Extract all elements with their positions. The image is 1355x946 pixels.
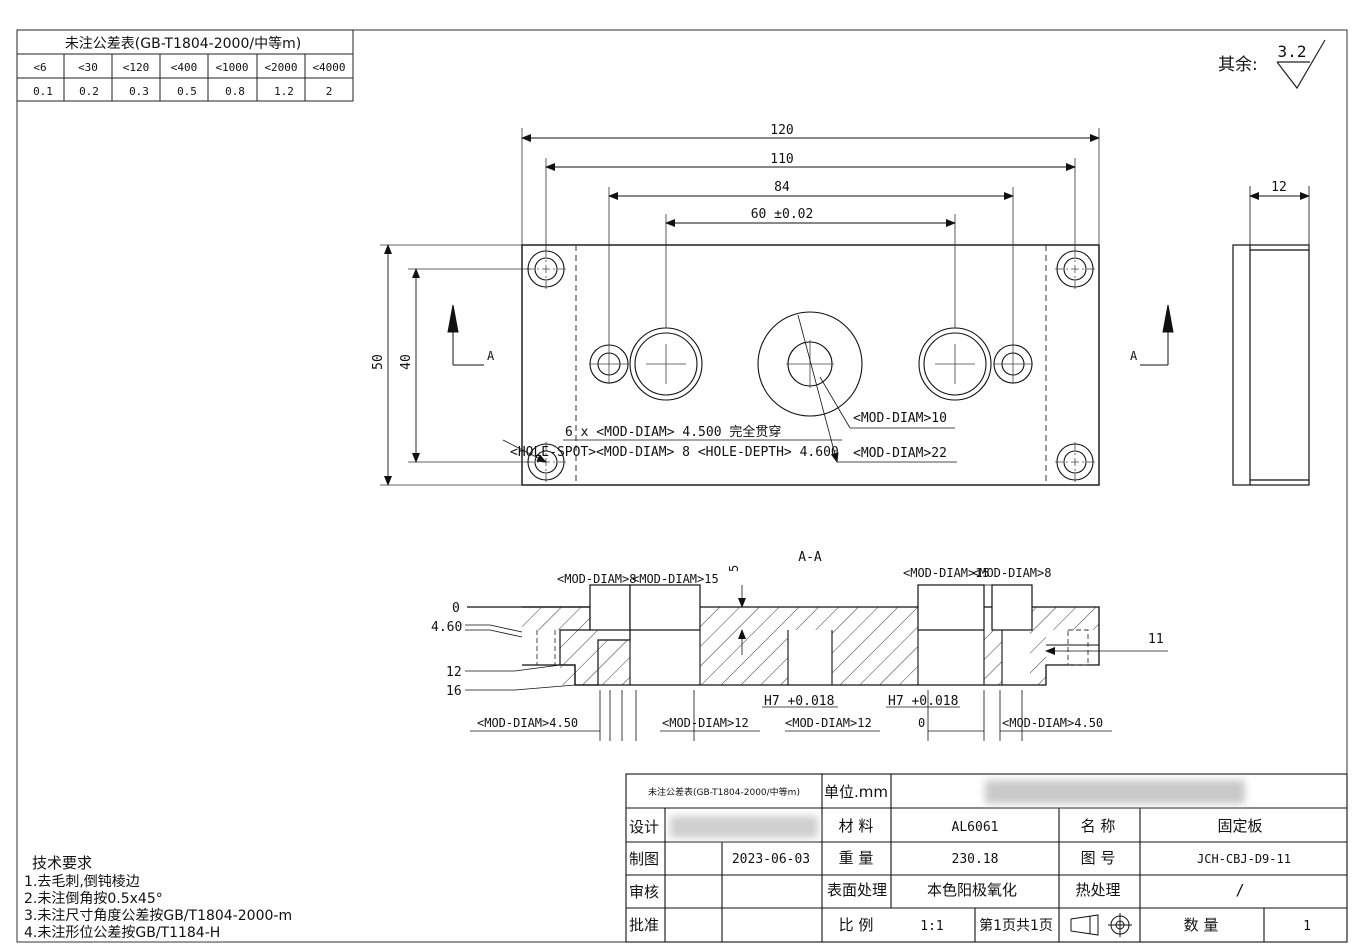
tb-designer-redacted [670, 816, 818, 838]
tol-value-cell: 2 [326, 85, 333, 98]
tb-surface: 本色阳极氧化 [927, 881, 1017, 899]
tech-heading: 技术要求 [32, 854, 92, 872]
section-marker-left: A [487, 349, 495, 363]
dim-width-60: 60 ±0.02 [751, 207, 814, 222]
dim-height-50: 50 [371, 354, 386, 370]
dim-width-110: 110 [770, 152, 793, 167]
section-arrow-icon [447, 304, 1174, 366]
tb-qty-label: 数 量 [1184, 916, 1219, 934]
sec-y-16: 16 [446, 684, 462, 699]
projection-symbol-icon [1070, 913, 1132, 937]
section-title: A-A [798, 550, 822, 565]
tb-review-label: 审核 [629, 883, 659, 901]
sec-depth-5: 5 [727, 565, 741, 572]
roughness-value: 3.2 [1278, 42, 1307, 61]
dim-width-120: 120 [770, 123, 793, 138]
sec-top-right-a: <MOD-DIAM>15 [903, 566, 990, 580]
dim-width-84: 84 [774, 180, 790, 195]
tol-range-cell: <2000 [264, 61, 297, 74]
sec-bottom-zero: 0 [918, 716, 925, 730]
sec-h7-left: H7 +0.018 [764, 694, 834, 709]
tolerance-table [16, 29, 354, 102]
sec-dim-11: 11 [1148, 632, 1164, 647]
sec-y-12: 12 [446, 665, 462, 680]
tb-scale: 1:1 [920, 919, 943, 934]
tb-material-label: 材 料 [839, 817, 874, 835]
tol-range-cell: <30 [78, 61, 98, 74]
tol-range-cell: <4000 [312, 61, 345, 74]
sec-bottom-left: <MOD-DIAM>4.50 [477, 716, 578, 730]
tb-drawing-no: JCH-CBJ-D9-11 [1197, 852, 1291, 866]
tb-date: 2023-06-03 [732, 852, 810, 867]
tb-heat-label: 热处理 [1075, 881, 1120, 899]
tolerance-table-title: 未注公差表(GB-T1804-2000/中等m) [65, 35, 301, 52]
tb-name-label: 名 称 [1081, 817, 1116, 835]
tb-weight-label: 重 量 [839, 849, 874, 867]
note-diam-22: <MOD-DIAM>22 [853, 446, 947, 461]
tech-item: 2.未注倒角按0.5x45° [24, 891, 163, 907]
tol-value-cell: 0.2 [79, 85, 99, 98]
front-view: 120 110 84 60 ±0.02 50 40 A A [371, 123, 1174, 486]
tech-item: 4.未注形位公差按GB/T1184-H [24, 925, 220, 941]
tb-tol-title: 未注公差表(GB-T1804-2000/中等m) [648, 786, 800, 798]
section-view: A-A [431, 550, 1168, 741]
section-marker-right: A [1130, 349, 1138, 363]
tol-value-cell: 0.5 [177, 85, 197, 98]
tb-weight: 230.18 [952, 852, 999, 867]
sec-top-right-b: <MOD-DIAM>8 [972, 566, 1051, 580]
tb-design-label: 设计 [629, 818, 659, 836]
tb-qty: 1 [1303, 919, 1311, 934]
tb-name: 固定板 [1217, 817, 1262, 835]
tb-drawing-no-label: 图 号 [1081, 849, 1116, 867]
tol-range-cell: <400 [171, 61, 198, 74]
tol-range-cell: <6 [33, 61, 46, 74]
roughness-symbol-icon [1276, 39, 1326, 90]
tech-requirements: 技术要求 1.去毛刺,倒钝棱边 2.未注倒角按0.5x45° 3.未注尺寸角度公… [24, 854, 292, 941]
dim-thickness-12: 12 [1271, 180, 1287, 195]
tb-company-redacted [985, 780, 1245, 804]
sec-bottom-right: <MOD-DIAM>4.50 [1002, 716, 1103, 730]
tb-unit: 单位.mm [824, 783, 888, 801]
note-hole-spot: <HOLE-SPOT><MOD-DIAM> 8 <HOLE-DEPTH> 4.6… [510, 445, 839, 460]
roughness-label: 其余: [1218, 55, 1258, 75]
sec-bottom-mid-a: <MOD-DIAM>12 [662, 716, 749, 730]
tb-surface-label: 表面处理 [827, 881, 887, 899]
tol-value-cell: 1.2 [274, 85, 294, 98]
sec-top-left-b: <MOD-DIAM>15 [632, 572, 719, 586]
tb-draw-label: 制图 [629, 850, 659, 868]
tol-range-cell: <1000 [215, 61, 248, 74]
note-diam-10: <MOD-DIAM>10 [853, 411, 947, 426]
sec-y-460: 4.60 [431, 620, 462, 635]
tb-scale-label: 比 例 [839, 916, 874, 934]
tol-value-cell: 0.1 [33, 85, 53, 98]
dim-height-40: 40 [399, 354, 414, 370]
tb-approve-label: 批准 [629, 916, 659, 934]
sec-h7-right: H7 +0.018 [888, 694, 958, 709]
sec-top-left-a: <MOD-DIAM>8 [557, 572, 636, 586]
note-through-holes: 6 x <MOD-DIAM> 4.500 完全贯穿 [565, 424, 781, 440]
side-view [1232, 186, 1310, 486]
sec-y-0: 0 [452, 601, 460, 616]
sec-bottom-mid-b: <MOD-DIAM>12 [785, 716, 872, 730]
tb-heat: / [1235, 881, 1244, 899]
tb-material: AL6061 [952, 820, 999, 835]
plate-outline [521, 244, 1100, 486]
title-block [625, 773, 1348, 943]
tol-value-cell: 0.3 [129, 85, 149, 98]
tol-value-cell: 0.8 [225, 85, 245, 98]
tech-item: 3.未注尺寸角度公差按GB/T1804-2000-m [24, 908, 292, 924]
tb-pages: 第1页共1页 [979, 917, 1053, 934]
tol-range-cell: <120 [123, 61, 150, 74]
tech-item: 1.去毛刺,倒钝棱边 [24, 874, 140, 890]
